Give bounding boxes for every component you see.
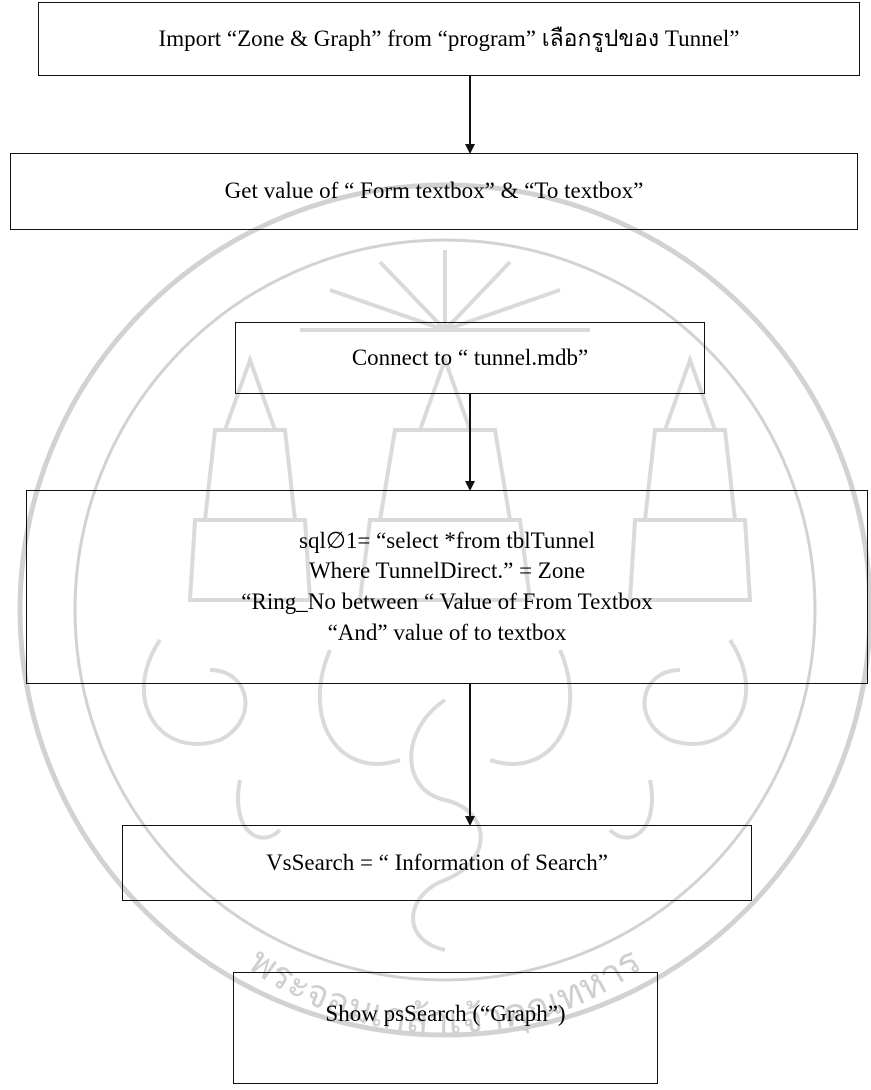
step-text: sql∅1= “select *from tblTunnel <box>299 527 595 553</box>
step-show-graph: Show psSearch (“Graph”) <box>233 972 658 1084</box>
step-text: Get value of “ Form textbox” & “To textb… <box>224 178 644 204</box>
seal-rays <box>300 250 590 332</box>
step-text: “Ring_No between “ Value of From Textbox <box>241 589 653 614</box>
step-connect-database: Connect to “ tunnel.mdb” <box>235 322 705 394</box>
step-import-zone-graph: Import “Zone & Graph” from “program” เลื… <box>38 2 860 76</box>
step-sql-query: sql∅1= “select *from tblTunnel Where Tun… <box>26 490 868 684</box>
step-get-textbox-values: Get value of “ Form textbox” & “To textb… <box>10 153 858 230</box>
step-text: Connect to “ tunnel.mdb” <box>351 344 589 370</box>
step-text: Where TunnelDirect.” = Zone <box>308 558 586 584</box>
step-text: Show psSearch (“Graph”) <box>325 1001 566 1026</box>
step-text: VsSearch = “ Information of Search” <box>266 849 608 875</box>
step-text: Import “Zone & Graph” from “program” เลื… <box>158 25 740 51</box>
step-text: “And” value of to textbox <box>327 619 567 645</box>
step-vssearch-information: VsSearch = “ Information of Search” <box>122 825 752 901</box>
